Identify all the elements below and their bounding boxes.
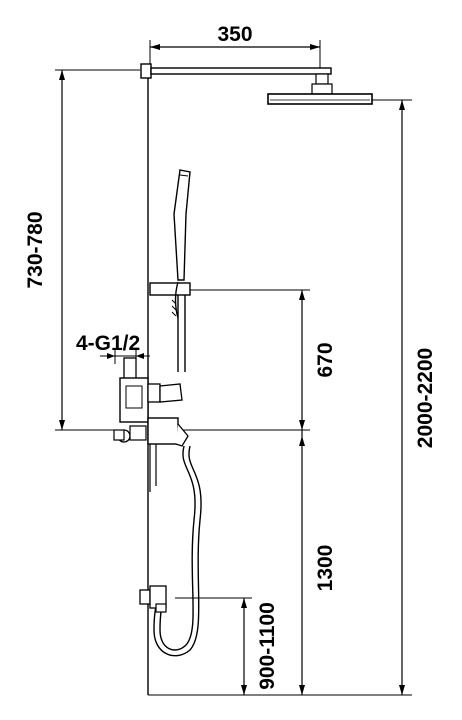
head-height-label: 2000-2200 [414, 348, 437, 448]
dimension-arm-length: 350 [149, 23, 321, 75]
thread-spec-label: 4-G1/2 [76, 332, 140, 355]
dimension-outlet-height: 900-1100 [175, 597, 279, 695]
slider-bracket [149, 282, 191, 296]
dimension-thread-spec: 4-G1/2 [76, 332, 150, 364]
riser-pipe [177, 285, 186, 372]
valve-height-label: 1300 [314, 545, 337, 592]
wall-outlet-icon [139, 585, 167, 613]
rain-shower-head [140, 63, 373, 105]
mixing-valve-icon [113, 357, 189, 492]
outlet-height-label: 900-1100 [256, 602, 279, 690]
dimension-slide-rail: 670 [180, 289, 337, 431]
inlet-height-label: 730-780 [24, 211, 47, 288]
dimension-head-height: 2000-2200 [372, 99, 437, 695]
shower-hose [153, 445, 202, 657]
dimension-valve-height: 1300 [299, 430, 337, 695]
arm-length-label: 350 [217, 23, 252, 46]
hand-shower-icon [171, 169, 191, 319]
dimension-inlet-height: 730-780 [24, 69, 140, 431]
slide-rail-label: 670 [314, 342, 337, 377]
